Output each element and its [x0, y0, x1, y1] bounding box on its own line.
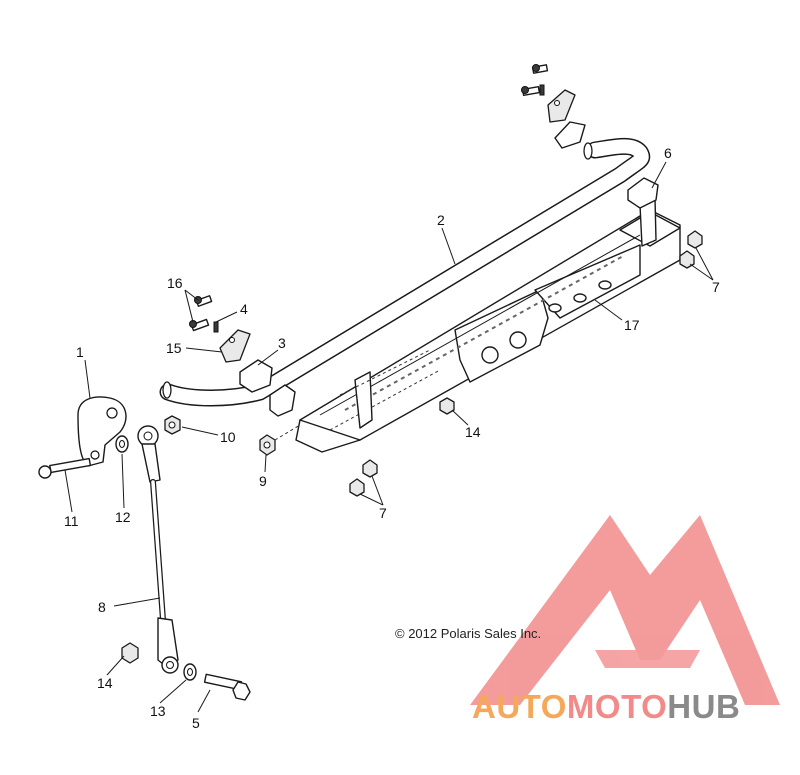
callout-17: 17 [624, 317, 640, 333]
callout-labels: 1 2 3 4 5 6 7 7 8 9 10 11 12 13 14 14 15… [64, 145, 720, 731]
callout-5: 5 [192, 715, 200, 731]
washer-12 [115, 435, 129, 453]
bushing-right [627, 177, 659, 209]
callout-7-lower: 7 [379, 505, 387, 521]
bushing-left [239, 359, 296, 417]
callout-11: 11 [64, 513, 79, 529]
bolt-5 [203, 673, 251, 701]
bolt-11 [38, 457, 92, 479]
washer-13 [183, 663, 197, 681]
callout-1: 1 [76, 344, 84, 360]
nut-9 [259, 424, 301, 456]
nut-7-lower [349, 459, 378, 497]
callout-7-right: 7 [712, 279, 720, 295]
watermark-hub: HUB [667, 688, 740, 725]
watermark-moto: MOTO [567, 688, 667, 725]
svg-text:AUTOMOTOHUB: AUTOMOTOHUB [472, 688, 740, 725]
callout-13: 13 [150, 703, 166, 719]
callout-12: 12 [115, 509, 131, 525]
nut-10 [164, 415, 181, 435]
copyright-text: © 2012 Polaris Sales Inc. [395, 626, 541, 641]
callout-14-upper: 14 [465, 424, 481, 440]
clamp-right [521, 64, 586, 149]
callout-16: 16 [167, 275, 183, 291]
callout-14-lower: 14 [97, 675, 113, 691]
nut-7-right [679, 230, 703, 269]
callout-8: 8 [98, 599, 106, 615]
watermark-logo [470, 515, 780, 705]
stabilizer-bar [159, 137, 651, 407]
callout-2: 2 [437, 212, 445, 228]
watermark-text: AUTOMOTOHUB [472, 688, 740, 725]
leader-lines [64, 161, 714, 713]
bolt-16b [189, 318, 210, 332]
callout-15: 15 [166, 340, 182, 356]
bolt-16a [194, 295, 213, 307]
link-rod [137, 425, 179, 674]
nut-14-lower [121, 642, 139, 664]
callout-3: 3 [278, 335, 286, 351]
callout-9: 9 [259, 473, 267, 489]
nut-14-upper [439, 397, 455, 415]
callout-4: 4 [240, 301, 248, 317]
watermark-auto: AUTO [472, 688, 567, 725]
mounting-bracket [295, 197, 681, 453]
pin-4 [213, 321, 219, 333]
callout-10: 10 [220, 429, 236, 445]
link-bracket [77, 396, 127, 467]
callout-6: 6 [664, 145, 672, 161]
